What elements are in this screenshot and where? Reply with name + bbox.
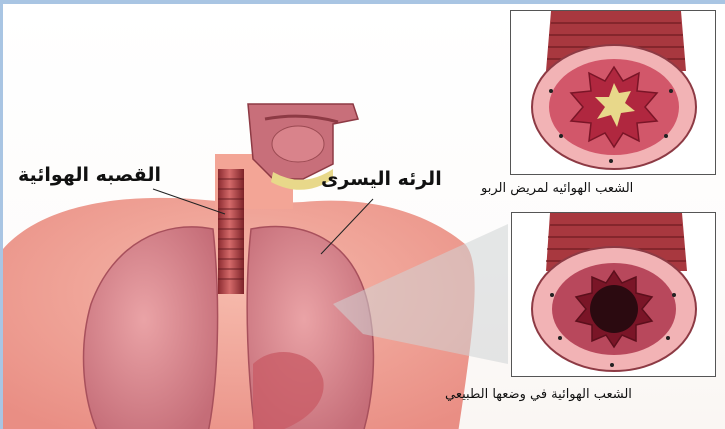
asthma-airway-label: الشعب الهوائيه لمريض الربو <box>481 181 633 196</box>
normal-airway-label: الشعب الهوائية في وضعها الطبيعي <box>445 387 632 402</box>
asthma-airway-crosssection <box>511 11 716 175</box>
asthma-airway-panel <box>510 10 716 175</box>
normal-airway-crosssection <box>512 213 716 377</box>
trachea-label: القصبه الهوائية <box>18 164 161 186</box>
left-lung-label: الرئه اليسرى <box>321 168 442 190</box>
trachea-tube <box>218 169 244 294</box>
normal-airway-panel <box>511 212 716 377</box>
tongue <box>272 126 324 162</box>
